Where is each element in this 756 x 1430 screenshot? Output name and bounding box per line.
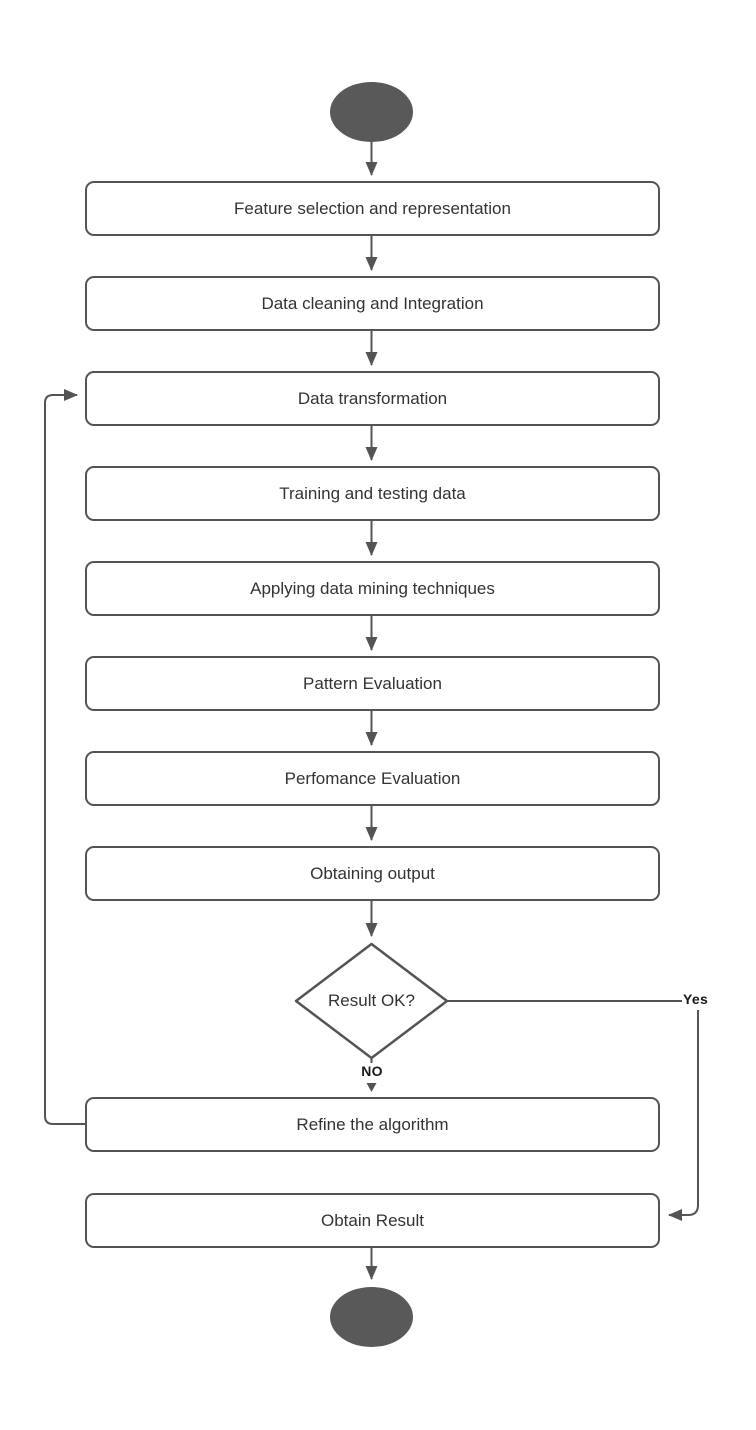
- step-obtain-result: Obtain Result: [85, 1193, 660, 1248]
- step-label: Feature selection and representation: [234, 198, 511, 218]
- decision-label-text: Result OK?: [328, 991, 415, 1010]
- step-label: Obtaining output: [310, 863, 435, 883]
- no-branch-arrowhead: [366, 1083, 377, 1092]
- feedback-arrow-refine-to-transformation: [44, 389, 85, 1125]
- step-training-testing-data: Training and testing data: [85, 466, 660, 521]
- yes-branch-label: Yes: [683, 991, 709, 1007]
- yes-branch-arrow-to-obtain-result: [668, 1010, 699, 1221]
- no-branch-label: NO: [361, 1063, 383, 1079]
- step-refine-algorithm: Refine the algorithm: [85, 1097, 660, 1152]
- step-obtaining-output: Obtaining output: [85, 846, 660, 901]
- step-label: Obtain Result: [321, 1210, 424, 1230]
- decision-result-ok: Result OK?: [296, 944, 447, 1058]
- step-performance-evaluation: Perfomance Evaluation: [85, 751, 660, 806]
- step-label: Refine the algorithm: [296, 1114, 449, 1134]
- step-pattern-evaluation: Pattern Evaluation: [85, 656, 660, 711]
- step-label: Data cleaning and Integration: [261, 293, 484, 313]
- step-feature-selection: Feature selection and representation: [85, 181, 660, 236]
- step-data-cleaning: Data cleaning and Integration: [85, 276, 660, 331]
- step-label: Training and testing data: [279, 483, 466, 503]
- decision-diamond-shape: [294, 942, 449, 1060]
- step-label: Applying data mining techniques: [250, 578, 495, 598]
- step-applying-data-mining: Applying data mining techniques: [85, 561, 660, 616]
- step-label: Perfomance Evaluation: [284, 768, 461, 788]
- step-data-transformation: Data transformation: [85, 371, 660, 426]
- step-label: Pattern Evaluation: [303, 673, 442, 693]
- start-terminal: [330, 82, 413, 142]
- end-terminal: [330, 1287, 413, 1347]
- step-label: Data transformation: [297, 388, 448, 408]
